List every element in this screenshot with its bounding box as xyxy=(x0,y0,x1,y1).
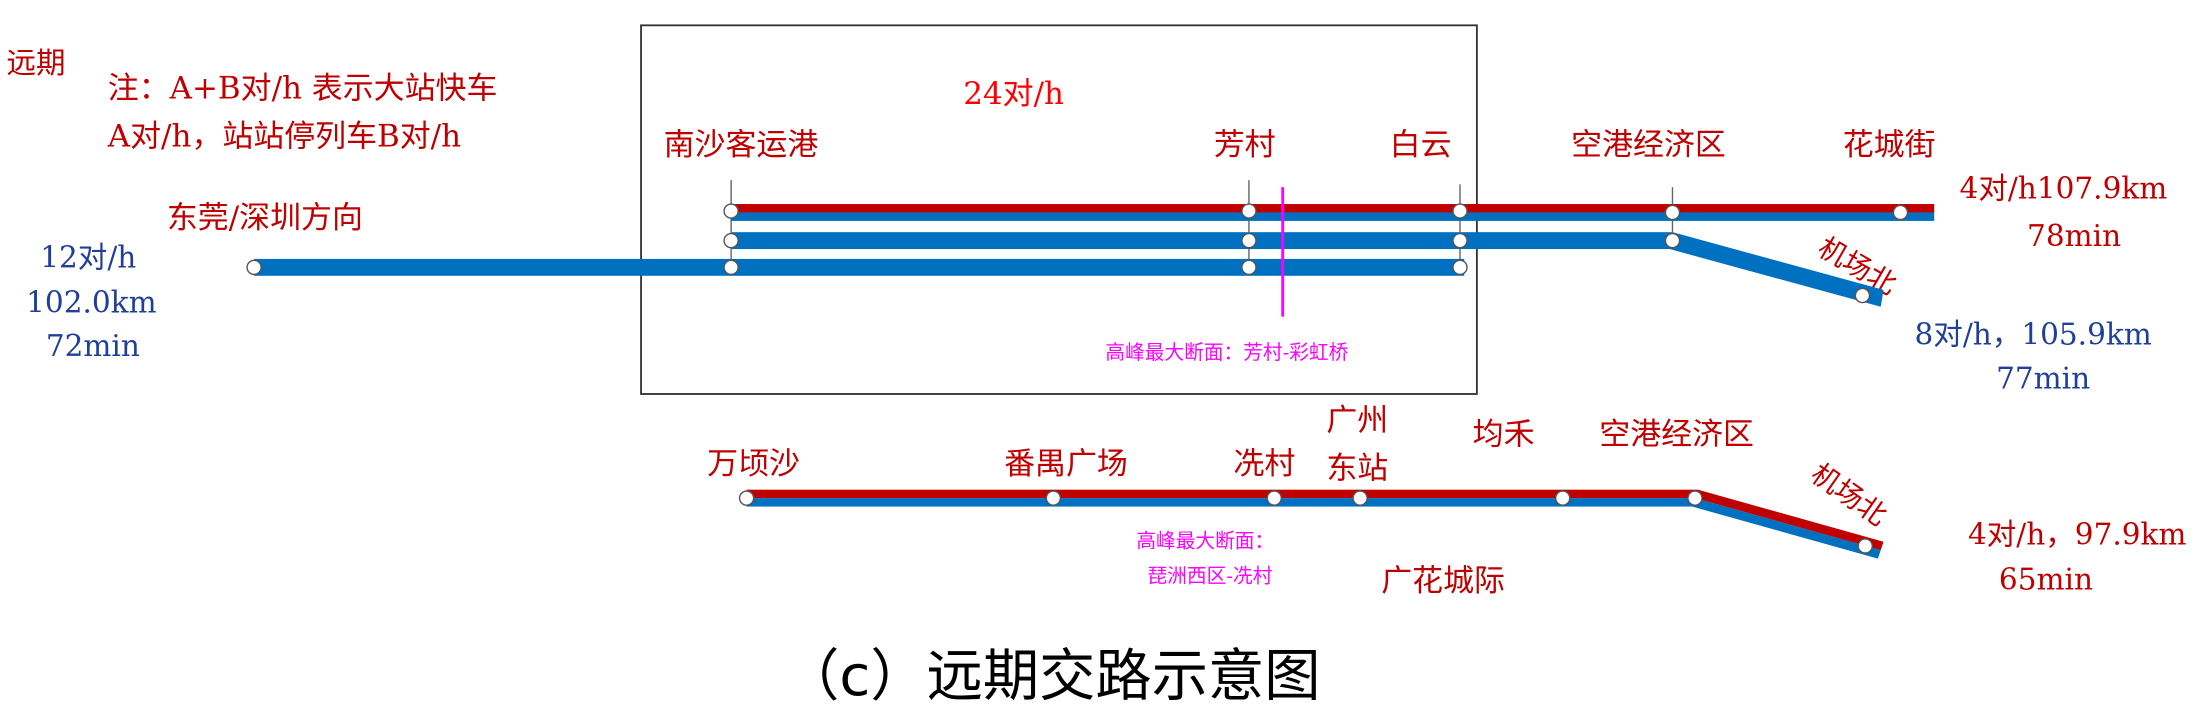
lower-station-konggang: 空港经济区 xyxy=(1599,417,1754,453)
east-airport-time: 77min xyxy=(1996,361,2090,395)
lower-station-dongzhan: 东站 xyxy=(1326,450,1388,486)
station-marker xyxy=(1857,538,1873,554)
station-label-baiyun: 白云 xyxy=(1390,127,1452,163)
lower-line-name: 广花城际 xyxy=(1381,563,1505,599)
west-time: 72min xyxy=(46,329,140,363)
station-marker xyxy=(1045,490,1062,506)
station-marker xyxy=(723,259,739,276)
note-line-2: A对/h，站站停列车B对/h xyxy=(107,118,461,154)
lower-line-blue xyxy=(746,498,1698,507)
station-marker xyxy=(1266,490,1282,506)
station-marker xyxy=(723,203,739,219)
figure-caption: （c）远期交路示意图 xyxy=(783,644,1320,709)
lower-branch-red xyxy=(1694,489,1884,551)
airport-line-blue xyxy=(731,232,1673,250)
express-line-red xyxy=(731,204,1935,213)
station-label-konggang: 空港经济区 xyxy=(1571,127,1726,163)
note-line-1: 注：A+B对/h 表示大站快车 xyxy=(108,70,498,106)
lower-branch-blue xyxy=(1692,498,1881,559)
station-label-nansha: 南沙客运港 xyxy=(664,127,819,163)
station-marker xyxy=(1241,259,1257,276)
station-label-fangcun: 芳村 xyxy=(1214,127,1276,163)
lower-peak-section-2: 琵洲西区-冼村 xyxy=(1148,565,1273,588)
east-huachengjie-time: 78min xyxy=(2027,219,2121,253)
lower-station-junhe: 均禾 xyxy=(1473,417,1535,453)
west-line-blue xyxy=(254,258,1465,276)
west-distance: 102.0km xyxy=(26,285,156,319)
station-marker xyxy=(246,259,262,276)
station-marker xyxy=(1352,490,1368,506)
station-marker xyxy=(1892,204,1909,221)
station-marker xyxy=(1664,232,1681,249)
station-marker xyxy=(1687,490,1703,506)
lower-line-red xyxy=(746,489,1698,499)
east-airport-freq-distance: 8对/h，105.9km xyxy=(1914,318,2151,352)
west-frequency: 12对/h xyxy=(40,240,136,274)
core-frequency: 24对/h xyxy=(963,76,1064,112)
station-marker xyxy=(1241,232,1257,249)
station-marker xyxy=(1452,259,1468,276)
upper-peak-section: 高峰最大断面：芳村-彩虹桥 xyxy=(1105,341,1348,364)
station-label-huachengjie: 花城街 xyxy=(1843,127,1936,163)
lower-station-xiancun: 冼村 xyxy=(1233,446,1295,482)
lower-peak-section-1: 高峰最大断面： xyxy=(1136,529,1274,552)
station-marker xyxy=(1241,203,1257,219)
station-marker xyxy=(1854,287,1871,304)
direction-label: 东莞/深圳方向 xyxy=(167,200,363,236)
station-marker xyxy=(1452,203,1468,219)
lower-station-panyu: 番禺广场 xyxy=(1004,446,1128,482)
lower-station-guangzhou: 广州 xyxy=(1326,403,1388,439)
airport-branch-blue xyxy=(1669,232,1884,307)
station-marker xyxy=(1664,204,1681,221)
east-huachengjie-freq-distance: 4对/h107.9km xyxy=(1960,171,2168,205)
station-marker xyxy=(1452,232,1468,249)
lower-time: 65min xyxy=(1999,563,2093,597)
express-line-blue xyxy=(731,212,1935,221)
period-label: 远期 xyxy=(6,46,65,80)
lower-station-markers xyxy=(738,490,1873,554)
station-marker xyxy=(738,490,755,506)
station-marker xyxy=(1554,490,1571,506)
upper-station-markers xyxy=(246,203,1909,304)
lower-station-wanqingsha: 万顷沙 xyxy=(707,446,800,482)
station-marker xyxy=(723,232,739,249)
lower-freq-distance: 4对/h，97.9km xyxy=(1968,518,2186,552)
lower-station-airport-north: 机场北 xyxy=(1805,457,1893,532)
